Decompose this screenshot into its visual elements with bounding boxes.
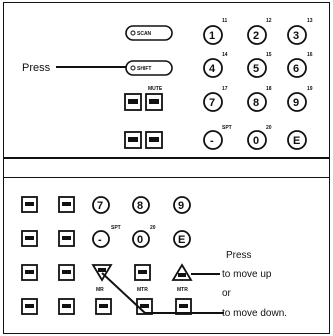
square-key[interactable] xyxy=(21,230,38,247)
svg-text:0: 0 xyxy=(253,135,259,147)
top-panel xyxy=(3,2,330,158)
superscript: 16 xyxy=(307,52,313,58)
svg-text:7: 7 xyxy=(97,200,103,212)
svg-text:-: - xyxy=(98,234,102,246)
scan-button[interactable]: SCAN xyxy=(125,25,173,41)
svg-text:6: 6 xyxy=(293,63,299,75)
mute-label: MUTE xyxy=(148,86,163,92)
svg-text:3: 3 xyxy=(293,30,299,42)
scan-label: SCAN xyxy=(137,31,152,37)
callout-line: to move down. xyxy=(222,308,287,319)
square-key[interactable] xyxy=(124,131,142,149)
down-triangle-key[interactable] xyxy=(91,264,113,282)
square-key[interactable] xyxy=(145,131,163,149)
superscript: 18 xyxy=(266,86,272,92)
square-key[interactable] xyxy=(58,196,75,213)
square-key[interactable] xyxy=(95,298,112,315)
bottom-panel xyxy=(3,178,330,334)
digit-key-0[interactable]: 0 xyxy=(247,130,267,150)
digit-key-8[interactable]: 8 xyxy=(132,196,150,214)
enter-key[interactable]: E xyxy=(287,130,307,150)
square-key[interactable] xyxy=(21,264,38,281)
superscript: 13 xyxy=(307,18,313,24)
svg-text:5: 5 xyxy=(253,63,259,75)
press-callout-top: Press xyxy=(22,62,51,74)
superscript: SPT xyxy=(222,125,232,131)
digit-key-2[interactable]: 2 xyxy=(247,25,267,45)
callout-line: to move up xyxy=(222,269,272,280)
digit-key-7[interactable]: 7 xyxy=(203,92,223,112)
svg-text:0: 0 xyxy=(137,234,143,246)
square-key[interactable] xyxy=(58,298,75,315)
svg-text:9: 9 xyxy=(293,97,299,109)
digit-key-4[interactable]: 4 xyxy=(203,58,223,78)
digit-key-9[interactable]: 9 xyxy=(173,196,191,214)
superscript: 11 xyxy=(222,18,228,24)
dash-key[interactable]: - xyxy=(92,230,110,248)
superscript: 12 xyxy=(266,18,272,24)
square-key[interactable] xyxy=(21,298,38,315)
superscript: 15 xyxy=(266,52,272,58)
small-label: MTR xyxy=(137,287,148,293)
digit-key-7[interactable]: 7 xyxy=(92,196,110,214)
svg-text:8: 8 xyxy=(137,200,143,212)
square-key[interactable] xyxy=(21,196,38,213)
svg-text:E: E xyxy=(293,135,300,147)
down-callout-line xyxy=(101,272,224,314)
digit-key-3[interactable]: 3 xyxy=(287,25,307,45)
digit-key-9[interactable]: 9 xyxy=(287,92,307,112)
svg-text:4: 4 xyxy=(209,63,216,75)
digit-key-5[interactable]: 5 xyxy=(247,58,267,78)
enter-key[interactable]: E xyxy=(173,230,191,248)
svg-text:7: 7 xyxy=(209,97,215,109)
shift-label: SHIFT xyxy=(137,66,151,72)
superscript: SPT xyxy=(111,225,121,231)
square-key[interactable] xyxy=(58,264,75,281)
separator-strip xyxy=(3,158,330,178)
svg-text:9: 9 xyxy=(178,200,184,212)
small-label: MR xyxy=(96,287,104,293)
svg-text:8: 8 xyxy=(253,97,259,109)
small-label: MTR xyxy=(177,287,188,293)
square-key[interactable] xyxy=(124,93,142,111)
square-key[interactable] xyxy=(175,298,192,315)
digit-key-1[interactable]: 1 xyxy=(203,25,223,45)
svg-text:1: 1 xyxy=(209,30,215,42)
digit-key-8[interactable]: 8 xyxy=(247,92,267,112)
shift-button[interactable]: SHIFT xyxy=(125,60,173,76)
square-key[interactable] xyxy=(134,264,151,281)
digit-key-6[interactable]: 6 xyxy=(287,58,307,78)
svg-text:-: - xyxy=(210,135,214,147)
svg-text:2: 2 xyxy=(253,30,259,42)
superscript: 14 xyxy=(222,52,228,58)
superscript: 19 xyxy=(307,86,313,92)
superscript: 20 xyxy=(266,125,272,131)
up-triangle-key[interactable] xyxy=(171,263,193,281)
superscript: 17 xyxy=(222,86,228,92)
square-key[interactable] xyxy=(58,230,75,247)
mute-key[interactable]: MUTE xyxy=(145,86,163,111)
superscript: 20 xyxy=(150,225,156,231)
dash-key[interactable]: - xyxy=(203,130,223,150)
callout-line: Press xyxy=(226,250,252,261)
callout-line: or xyxy=(222,288,232,299)
digit-key-0[interactable]: 0 xyxy=(132,230,150,248)
svg-text:E: E xyxy=(178,234,185,246)
